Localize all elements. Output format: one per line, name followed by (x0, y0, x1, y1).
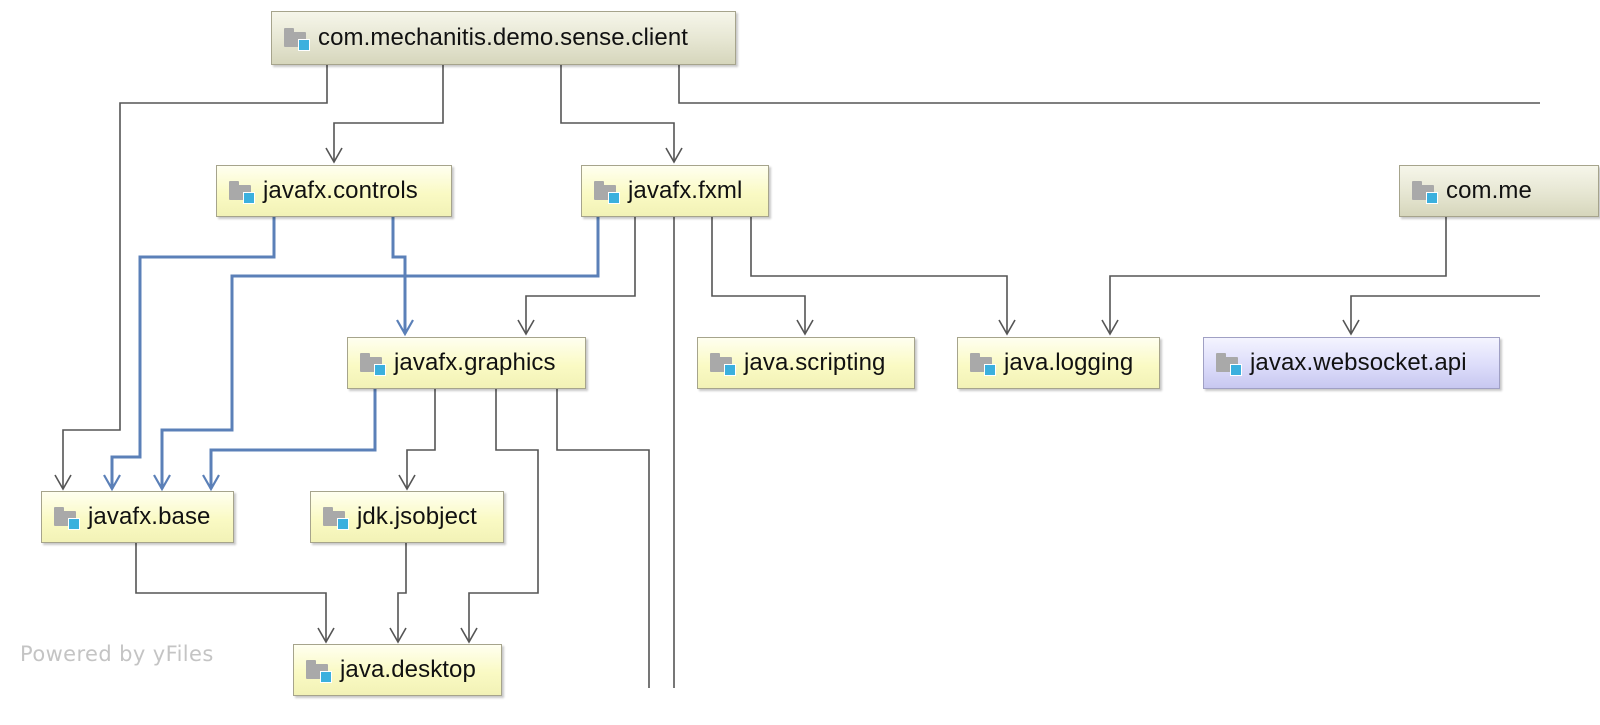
arrowhead-base (202, 474, 220, 492)
module-folder-icon (54, 505, 82, 530)
module-node-label: com.mechanitis.demo.sense.client (318, 24, 689, 51)
arrowhead-base (103, 474, 121, 492)
module-node-label: javafx.base (88, 503, 211, 530)
edge-base-to-desktop[interactable] (135, 543, 327, 642)
arrowhead-controls (325, 147, 343, 164)
edge-jsobject-to-desktop[interactable] (397, 543, 407, 642)
arrowhead-logging (998, 319, 1016, 336)
module-folder-icon (284, 26, 312, 51)
edge-graphics-to-desktop[interactable] (468, 389, 539, 642)
module-node-com-me[interactable]: com.me (1399, 165, 1599, 217)
edge-client-to-fxml[interactable] (560, 65, 675, 162)
module-node-com-mechanitis-demo-sense-client[interactable]: com.mechanitis.demo.sense.client (271, 11, 736, 65)
module-folder-icon (323, 505, 351, 530)
module-node-javafx-graphics[interactable]: javafx.graphics (347, 337, 586, 389)
module-folder-icon (970, 351, 998, 376)
edge-fxml-to-scripting[interactable] (711, 217, 806, 334)
arrowhead-logging (1101, 319, 1119, 336)
edge-fxml-to-logging[interactable] (750, 217, 1008, 334)
module-node-label: java.desktop (340, 656, 476, 683)
module-node-jdk-jsobject[interactable]: jdk.jsobject (310, 491, 504, 543)
module-folder-icon (306, 658, 334, 683)
edge-client-to-controls[interactable] (333, 65, 444, 162)
module-node-java-scripting[interactable]: java.scripting (697, 337, 915, 389)
arrowhead-base (153, 474, 171, 492)
edge-offscreen-right-to-websocket[interactable] (1350, 295, 1540, 334)
arrowhead-scripting (796, 319, 814, 336)
arrowhead-graphics (517, 319, 535, 336)
arrowhead-desktop (317, 627, 335, 644)
edge-client-to-base[interactable] (62, 65, 328, 489)
module-folder-icon (594, 179, 622, 204)
module-folder-icon (360, 351, 388, 376)
edge-controls-to-graphics[interactable] (391, 217, 407, 334)
module-node-label: javafx.controls (263, 177, 418, 204)
edge-fxml-to-graphics[interactable] (525, 217, 636, 334)
arrowhead-base (54, 474, 72, 491)
module-folder-icon (1412, 179, 1440, 204)
edge-graphics-to-offscreen-bottom[interactable] (556, 389, 650, 688)
arrowhead-desktop (460, 627, 478, 644)
module-node-javafx-fxml[interactable]: javafx.fxml (581, 165, 769, 217)
arrowhead-desktop (389, 627, 407, 644)
arrowhead-websocket (1342, 319, 1360, 336)
arrowhead-graphics (396, 319, 414, 337)
module-node-label: java.logging (1004, 349, 1134, 376)
module-folder-icon (229, 179, 257, 204)
powered-by-yfiles-watermark: Powered by yFiles (20, 642, 214, 666)
edge-client-to-offscreen-right[interactable] (678, 65, 1540, 104)
module-folder-icon (1216, 351, 1244, 376)
module-node-javax-websocket-api[interactable]: javax.websocket.api (1203, 337, 1500, 389)
module-node-label: java.scripting (744, 349, 886, 376)
module-node-label: jdk.jsobject (357, 503, 477, 530)
module-node-java-desktop[interactable]: java.desktop (293, 644, 502, 696)
edge-graphics-to-jsobject[interactable] (406, 389, 436, 489)
module-node-label: javafx.fxml (628, 177, 743, 204)
edge-graphics-to-base[interactable] (209, 389, 377, 489)
module-node-label: javax.websocket.api (1250, 349, 1467, 376)
module-node-javafx-base[interactable]: javafx.base (41, 491, 234, 543)
module-node-label: javafx.graphics (394, 349, 556, 376)
module-node-javafx-controls[interactable]: javafx.controls (216, 165, 452, 217)
module-node-label: com.me (1446, 177, 1532, 204)
module-folder-icon (710, 351, 738, 376)
edge-comme-to-logging[interactable] (1109, 217, 1447, 334)
arrowhead-fxml (665, 147, 683, 164)
edge-fxml-to-base[interactable] (160, 217, 600, 489)
module-node-java-logging[interactable]: java.logging (957, 337, 1160, 389)
edge-controls-to-base[interactable] (110, 217, 276, 489)
arrowhead-jsobject (398, 474, 416, 491)
